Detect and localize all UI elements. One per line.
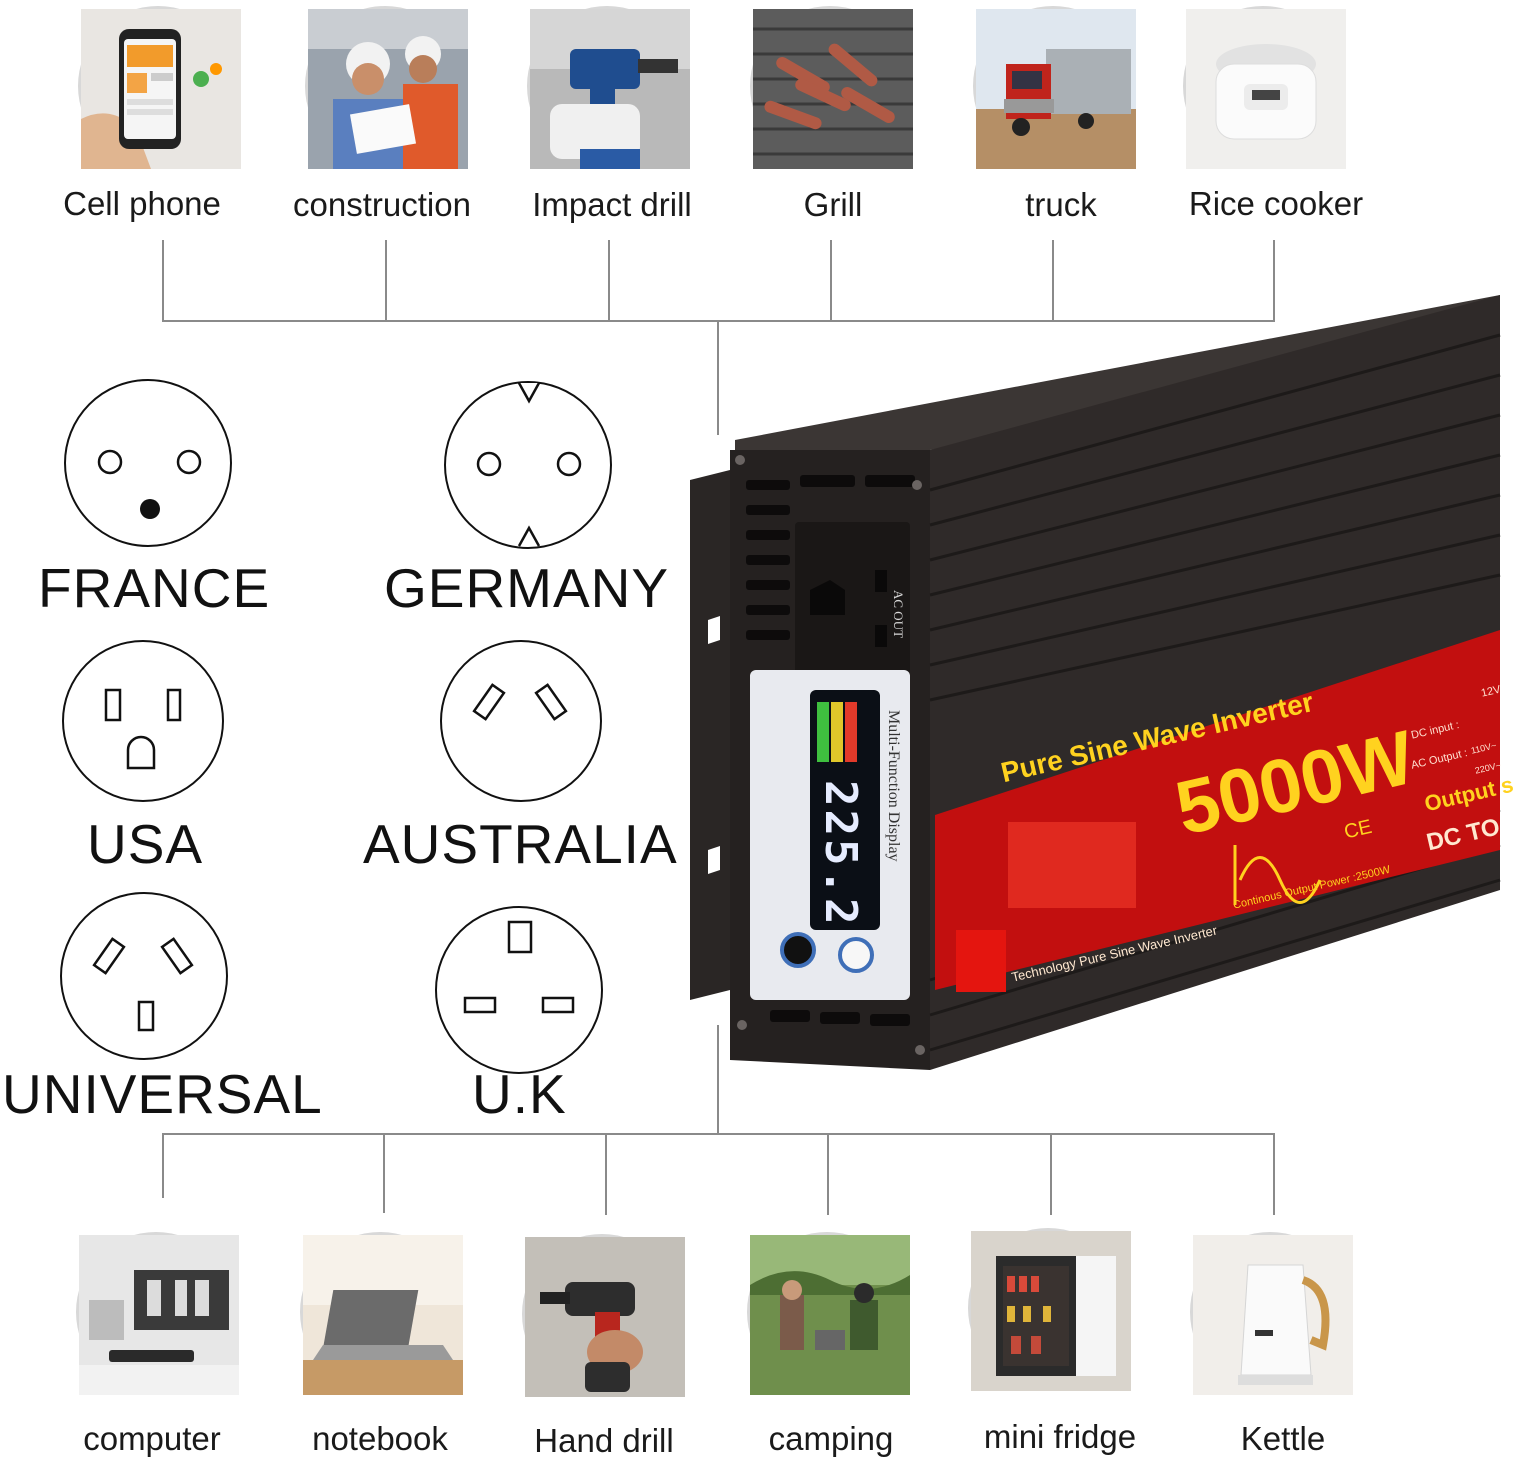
computer-photo [76,1232,239,1395]
app-label-hand-drill: Hand drill [534,1422,674,1459]
ac-out-label: AC OUT [891,590,906,639]
country-label-usa: USA [87,813,204,875]
impact-drill-photo [527,6,690,169]
construction-photo [305,6,468,169]
app-label-computer: computer [83,1420,221,1457]
kettle-photo [1190,1232,1353,1395]
uk-socket-icon [435,906,603,1074]
app-label-camping: camping [768,1420,894,1457]
country-label-universal: UNIVERSAL [2,1063,323,1125]
hand-drill-photo [522,1234,685,1397]
rice-cooker-photo [1183,6,1346,169]
app-label-notebook: notebook [312,1420,448,1457]
app-label-grill: Grill [803,186,863,223]
app-label-kettle: Kettle [1240,1420,1326,1457]
france-socket-icon [64,379,232,547]
app-label-construction: construction [293,186,471,223]
display-title: Multi-Function Display [885,710,902,862]
notebook-photo [300,1232,463,1395]
country-label-germany: GERMANY [384,557,670,619]
truck-photo [973,6,1136,169]
app-label-impact-drill: Impact drill [532,186,692,223]
country-label-uk: U.K [472,1063,567,1125]
app-label-rice-cooker: Rice cooker [1188,185,1364,222]
app-label-cell-phone: Cell phone [63,185,221,222]
country-label-australia: AUSTRALIA [363,813,678,875]
grill-photo [750,6,913,169]
australia-socket-icon [440,640,602,802]
display-reading: 225.2 [815,780,866,928]
country-label-france: FRANCE [38,557,271,619]
mini-fridge-photo [968,1228,1131,1391]
universal-socket-icon [60,892,228,1060]
inverter-product: AC OUT Multi-Function Display 225.2 Pure… [680,290,1516,1080]
app-label-truck: truck [1025,186,1097,223]
app-label-mini-fridge: mini fridge [983,1418,1137,1455]
cell-phone-photo [78,6,241,169]
germany-socket-icon [444,381,612,549]
usa-socket-icon [62,640,224,802]
camping-photo [747,1232,910,1395]
